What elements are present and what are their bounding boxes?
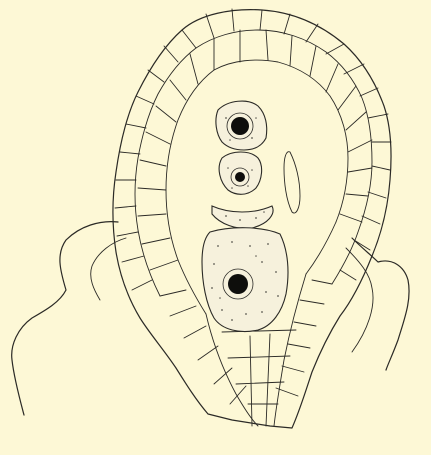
middle-nucleus (235, 172, 245, 182)
lower-nucleus (228, 274, 248, 294)
crescent-cell (212, 206, 273, 228)
elongated-cell (284, 152, 300, 213)
outer-integument-right (346, 238, 409, 370)
upper-nucleus (231, 117, 249, 135)
outer-integument-left (12, 222, 126, 415)
embryo-sac (202, 101, 288, 331)
